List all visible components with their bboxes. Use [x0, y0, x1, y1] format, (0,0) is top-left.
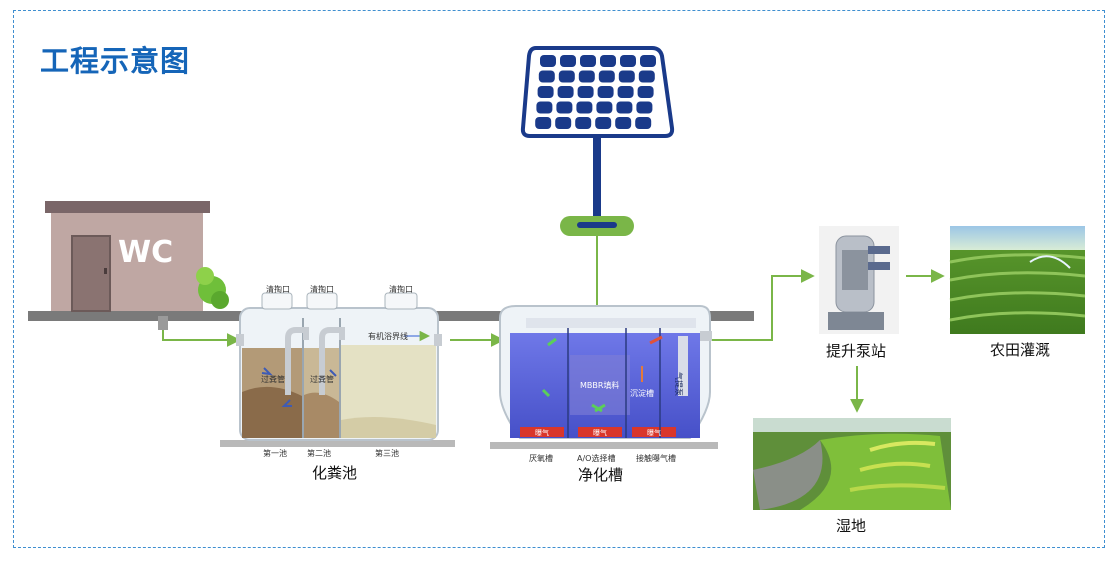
solar-cell [556, 101, 573, 114]
solar-cell [560, 55, 576, 67]
solar-cell [598, 70, 615, 83]
wc-sign: WC [118, 235, 173, 270]
settling-label: 沉淀槽 [630, 388, 654, 398]
zone-label-2: A/O选择槽 [577, 453, 615, 463]
solar-cell [616, 101, 633, 114]
solar-cell [618, 70, 635, 83]
cleanout-label-1: 清掏口 [266, 284, 290, 294]
zone-label-3: 接触曝气槽 [636, 453, 676, 463]
wc-building: WC [45, 201, 229, 330]
solar-cell [615, 117, 632, 129]
solar-cell [640, 55, 656, 67]
solar-cell [538, 70, 555, 83]
solar-cell [537, 86, 554, 98]
solar-cell [555, 117, 572, 129]
septic-tank-caption: 化粪池 [312, 464, 357, 482]
solar-cell [557, 86, 574, 98]
airlift-label: 气提泵 [674, 372, 684, 396]
scum-line-label: 有机浴界线 [368, 331, 408, 341]
diagram-title: 工程示意图 [40, 44, 191, 78]
chamber-label-1: 第一池 [263, 448, 287, 458]
solar-cell [578, 70, 595, 83]
solar-cell [596, 101, 613, 114]
cleanout-label-2: 清掏口 [310, 284, 334, 294]
solar-panel [520, 46, 675, 310]
diagram-frame [13, 10, 1105, 548]
solar-cell [575, 117, 592, 129]
wetland-caption: 湿地 [836, 517, 866, 535]
flow-arrow-to-pump [712, 269, 815, 341]
zone-label-1: 厌氧槽 [529, 453, 553, 463]
solar-cell [540, 55, 556, 67]
wetland-photo [753, 418, 951, 510]
pipe-label-2: 过粪管 [310, 374, 334, 384]
solar-cell [580, 55, 596, 67]
solar-cell [636, 101, 653, 114]
solar-cell [597, 86, 614, 98]
solar-cell [595, 117, 612, 129]
solar-cell [536, 101, 553, 114]
solar-cell [635, 117, 652, 129]
pipe-label-1: 过粪管 [261, 374, 285, 384]
solar-cell [600, 55, 616, 67]
chamber-label-3: 第三池 [375, 448, 399, 458]
solar-cell [576, 101, 593, 114]
solar-cell [577, 86, 594, 98]
purifier-caption: 净化槽 [578, 466, 623, 484]
solar-cell [620, 55, 636, 67]
chamber-label-2: 第二池 [307, 448, 331, 458]
purification-tank [490, 305, 718, 449]
irrigation-photo [949, 226, 1086, 334]
solar-cell [637, 86, 654, 98]
aerator-label-1: 曝气 [535, 428, 549, 437]
septic-tank [220, 292, 455, 447]
aerator-label-3: 曝气 [647, 428, 661, 437]
flow-arrow-wc-to-septic [162, 330, 241, 347]
solar-cell [558, 70, 575, 83]
cleanout-label-3: 清掏口 [389, 284, 413, 294]
aerator-label-2: 曝气 [593, 428, 607, 437]
pump-station-caption: 提升泵站 [826, 342, 886, 360]
solar-cell [638, 70, 655, 83]
solar-cell [617, 86, 634, 98]
media-label: MBBR填料 [580, 380, 619, 390]
solar-cell [535, 117, 552, 129]
irrigation-caption: 农田灌溉 [990, 341, 1050, 359]
pump-station [819, 226, 899, 334]
